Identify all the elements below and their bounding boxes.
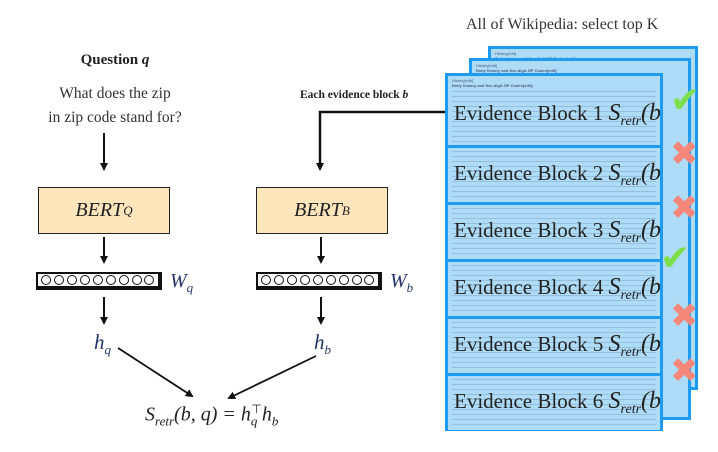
block-score-sub: retr: [620, 288, 642, 304]
bert-b-name: BERT: [294, 199, 342, 221]
block-score-sub: retr: [620, 114, 642, 130]
weight-vector-b: [256, 272, 382, 290]
hb-main: h: [314, 330, 325, 354]
block-score-sub: retr: [620, 402, 642, 418]
evidence-label-variable: b: [402, 89, 409, 101]
page-front-header-2: Early history and five-digit ZIP Codes[e…: [452, 83, 533, 88]
bert-q-sub: Q: [123, 202, 133, 218]
block-label-text: Evidence Block 5: [454, 332, 604, 356]
cross-icon: ✖: [670, 296, 699, 336]
formula-transpose: ⊤: [251, 402, 262, 416]
formula-h2: h: [261, 403, 272, 426]
block-label-text: Evidence Block 6: [454, 389, 604, 413]
block-score-args-open: (b: [641, 100, 660, 126]
block-label-text: Evidence Block 1: [454, 101, 604, 125]
block-text-lines: [452, 379, 656, 427]
block-score-sub: retr: [620, 174, 642, 190]
block-score-s: S: [608, 217, 621, 243]
block-score-s: S: [608, 331, 621, 357]
question-text-line-1: What does the zip: [59, 85, 171, 102]
block-score-sub: retr: [620, 345, 642, 361]
question-text: What does the zip in zip code stand for?: [10, 82, 220, 130]
bert-q-name: BERT: [75, 199, 124, 221]
evidence-block-label: Evidence Block 1 Sretr(b1, q): [454, 100, 660, 130]
wb-main: W: [390, 270, 407, 292]
block-text-lines: [452, 208, 656, 256]
h-q-label: hq: [94, 330, 111, 358]
hq-main: h: [94, 330, 105, 354]
evidence-block-label: Evidence Block 2 Sretr(b2, q): [454, 160, 660, 190]
arrow-hb-to-score: [227, 355, 317, 399]
question-text-line-2: in zip code stand for?: [48, 109, 182, 126]
evidence-label-text: Each evidence block: [300, 89, 400, 101]
evidence-block-3: Evidence Block 3 Sretr(b3, q): [448, 202, 660, 259]
hb-sub: b: [324, 342, 332, 358]
evidence-block-label: Evidence Block 6 Sretr(b6, q): [454, 388, 660, 418]
question-title: Question q: [40, 52, 190, 69]
block-label-text: Evidence Block 4: [454, 275, 604, 299]
bert-b-sub: B: [341, 202, 350, 218]
block-score-args-open: (b: [641, 217, 660, 243]
cross-icon: ✖: [670, 134, 699, 174]
block-text-lines: [452, 91, 656, 142]
evidence-block-6: Evidence Block 6 Sretr(b6, q): [448, 373, 660, 430]
page-middle-header-2: Early history and five-digit ZIP Codes[e…: [476, 68, 557, 73]
weight-label-b: Wb: [390, 270, 413, 296]
block-text-lines: [452, 265, 656, 313]
weight-vector-q: [36, 272, 162, 290]
evidence-block-label: Evidence Block 3 Sretr(b3, q): [454, 217, 660, 247]
formula-h2-sub: b: [271, 413, 279, 429]
block-score-args-open: (b: [641, 274, 660, 300]
wq-main: W: [170, 270, 187, 292]
question-variable: q: [141, 52, 150, 68]
evidence-block-label: Evidence Block 5 Sretr(b5, q): [454, 331, 660, 361]
block-text-lines: [452, 322, 656, 370]
block-score-s: S: [608, 388, 621, 414]
wikipedia-page-front: History[edit]Early history and five-digi…: [445, 73, 663, 431]
block-score-s: S: [608, 160, 621, 186]
block-score-s: S: [608, 100, 621, 126]
arrow-block-to-bert: [316, 110, 445, 171]
h-b-label: hb: [314, 330, 331, 358]
block-score-args-open: (b: [641, 160, 660, 186]
block-score-sub: retr: [620, 231, 642, 247]
evidence-block-label: Evidence Block 4 Sretr(b4, q): [454, 274, 660, 304]
cross-icon: ✖: [670, 188, 699, 228]
wb-sub: b: [406, 280, 414, 295]
weight-label-q: Wq: [170, 270, 193, 296]
page-middle-header-1: History[edit]: [476, 63, 498, 68]
arrow-hq-to-score: [117, 347, 194, 398]
hq-sub: q: [104, 342, 112, 358]
retrieval-score-formula: Sretr(b, q) = hq⊤hb: [145, 402, 278, 430]
wq-sub: q: [186, 280, 194, 295]
evidence-block-1: Evidence Block 1 Sretr(b1, q): [448, 88, 660, 145]
evidence-block-2: Evidence Block 2 Sretr(b2, q): [448, 145, 660, 202]
evidence-block-4: Evidence Block 4 Sretr(b4, q): [448, 259, 660, 316]
check-icon: ✔: [670, 80, 701, 121]
formula-args: (b, q) = h: [174, 403, 251, 426]
cross-icon: ✖: [670, 351, 699, 391]
formula-h1-sub: q: [250, 413, 258, 429]
page-front-header-1: History[edit]: [452, 78, 474, 83]
question-title-text: Question: [80, 52, 139, 68]
formula-s-sub: retr: [155, 413, 175, 429]
block-score-args-open: (b: [641, 331, 660, 357]
block-text-lines: [452, 151, 656, 199]
wikipedia-title: All of Wikipedia: select top K: [466, 16, 659, 33]
evidence-block-5: Evidence Block 5 Sretr(b5, q): [448, 316, 660, 373]
block-label-text: Evidence Block 2: [454, 161, 604, 185]
check-icon: ✔: [660, 238, 691, 279]
block-score-s: S: [608, 274, 621, 300]
formula-s: S: [145, 403, 155, 426]
block-score-args-open: (b: [641, 388, 660, 414]
block-label-text: Evidence Block 3: [454, 218, 604, 242]
page-back-header-1: History[edit]: [495, 51, 517, 56]
evidence-block-label: Each evidence block b: [300, 89, 408, 101]
